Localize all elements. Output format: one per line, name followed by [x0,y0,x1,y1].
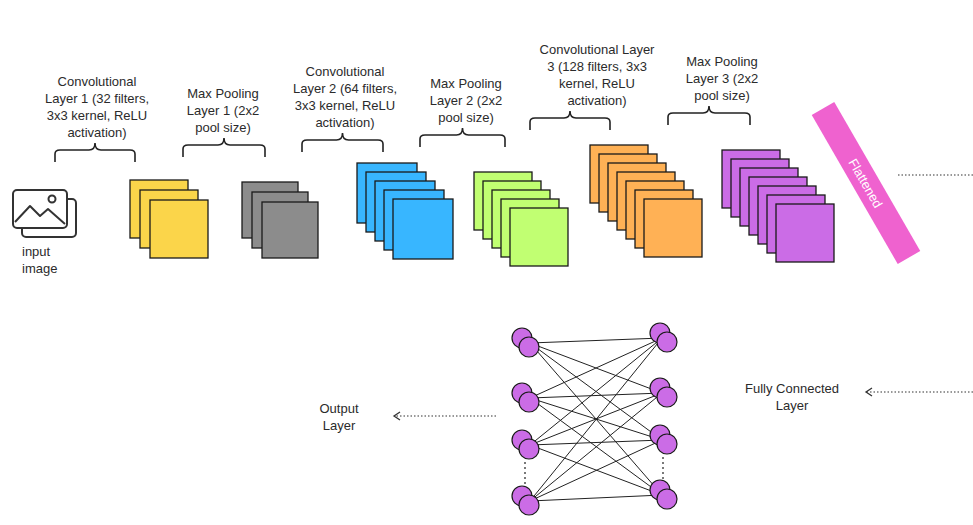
neuron [657,489,677,509]
arrow-head [394,412,400,420]
network-connection [530,393,662,398]
feature-map [393,199,453,259]
input-label: input image [22,244,68,278]
feature-map-stack [130,180,208,258]
feature-map-stack [357,163,453,259]
feature-map [262,202,318,258]
dotted-arrow [866,391,973,392]
feature-map-stack [474,172,568,266]
feature-map [644,199,702,257]
feature-map-stacks [130,145,834,266]
feature-map-stack [722,150,834,262]
neuron [657,387,677,407]
neuron [657,332,677,352]
layer-label: Max Pooling Layer 1 (2x2 pool size) [179,86,267,137]
feature-map [150,200,208,258]
layer-label: Max Pooling Layer 2 (2x2 pool size) [422,76,510,127]
feature-map [776,204,834,262]
neuron [519,337,539,357]
brace [668,106,750,125]
feature-map-stack [590,145,702,257]
neuron [519,392,539,412]
network-connection [530,440,662,501]
dotted-line [898,174,973,175]
image-mountains [15,206,65,224]
band-text: Flattened [846,156,886,210]
fully-connected-network [512,323,677,515]
network-connection [530,393,662,501]
network-connection [530,338,662,343]
brace [420,128,505,147]
network-connection [530,338,662,398]
layer-label: Convolutional Layer 3 (128 filters, 3x3 … [538,42,656,110]
brace [530,111,610,130]
network-connection [530,440,662,445]
arrow-head [866,388,872,396]
brace [55,143,135,162]
layer-label: Output Layer [307,401,371,435]
network-connection [530,338,662,501]
image-frame-front [13,190,67,228]
feature-map [510,208,568,266]
brace [183,138,265,157]
feature-map-stack [242,182,318,258]
braces [55,106,750,162]
layer-label: Max Pooling Layer 3 (2x2 pool size) [678,54,766,105]
input-image-icon [13,190,76,237]
image-sun [49,196,56,203]
neuron [519,439,539,459]
network-connection [530,338,662,445]
layer-label: Convolutional Layer 2 (64 filters, 3x3 k… [289,64,401,132]
layer-label: Fully Connected Layer [730,381,855,415]
dotted-arrow [394,415,496,416]
brace [302,133,383,152]
network-connection [530,495,662,501]
neuron [519,495,539,515]
neuron [657,434,677,454]
layer-label: Convolutional Layer 1 (32 filters, 3x3 k… [41,74,153,142]
